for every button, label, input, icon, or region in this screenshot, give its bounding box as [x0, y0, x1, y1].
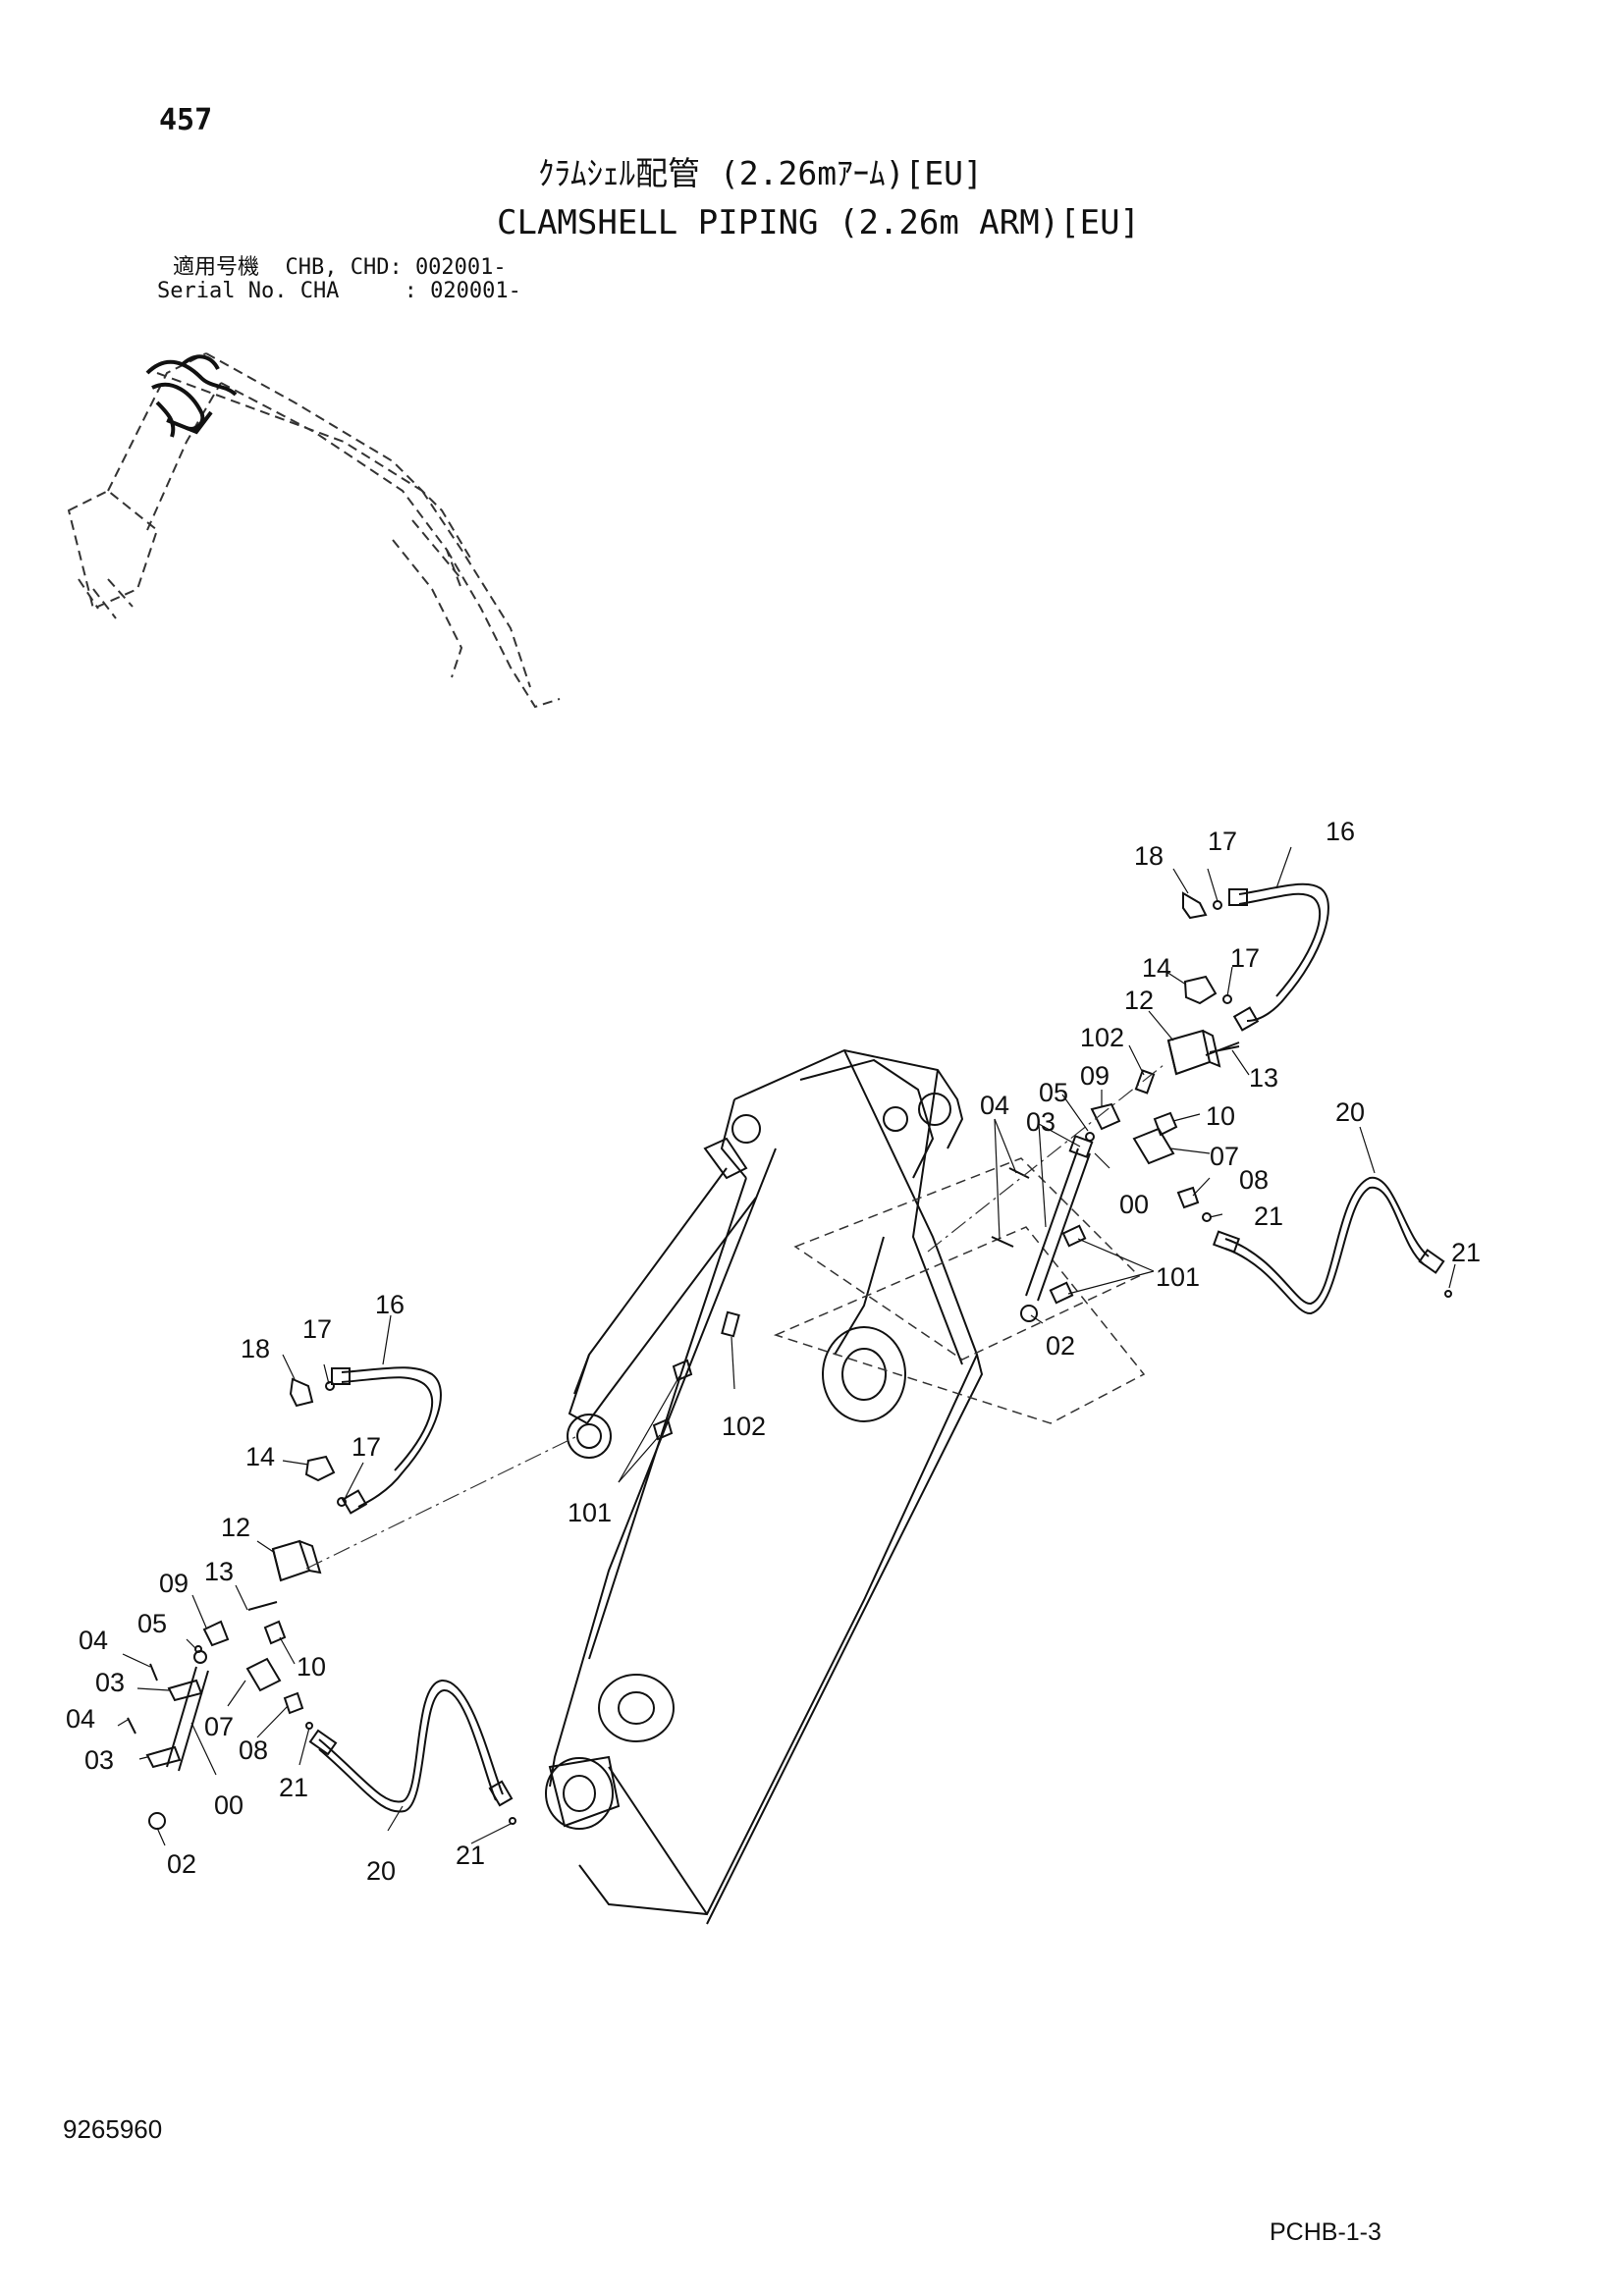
- serial-row-applicable-models: 適用号機 CHB, CHD: 002001-: [173, 255, 507, 280]
- callout: 05: [1039, 1078, 1068, 1107]
- callout: 03: [95, 1668, 125, 1697]
- callout: 13: [1249, 1063, 1278, 1093]
- overview-thumbnail: [67, 352, 561, 709]
- title-japanese: ｸﾗﾑｼｪﾙ配管 (2.26mｱｰﾑ)[EU]: [538, 154, 983, 192]
- callout: 10: [1206, 1101, 1235, 1131]
- callout: 04: [980, 1091, 1009, 1120]
- callout: 20: [1335, 1097, 1365, 1127]
- callouts-center: 102 101: [568, 1412, 766, 1527]
- right-hose-20: [1212, 1176, 1452, 1314]
- callout: 17: [352, 1432, 381, 1462]
- right-hose-16: [1228, 882, 1329, 1032]
- callout: 21: [456, 1841, 485, 1870]
- callout: 101: [1156, 1262, 1200, 1292]
- callout: 101: [568, 1498, 612, 1527]
- callout: 102: [722, 1412, 766, 1441]
- left-hose-20: [308, 1679, 516, 1825]
- callout: 12: [1124, 986, 1154, 1015]
- left-hose-16: [331, 1366, 442, 1515]
- callout: 08: [1239, 1165, 1269, 1195]
- callout: 05: [137, 1609, 167, 1638]
- callout: 14: [1142, 953, 1171, 983]
- callout: 14: [245, 1442, 275, 1471]
- callout: 00: [1119, 1190, 1149, 1219]
- callout: 00: [214, 1790, 244, 1820]
- callout: 02: [1046, 1331, 1075, 1361]
- callout: 03: [1026, 1107, 1056, 1137]
- callout: 16: [1326, 817, 1355, 846]
- callout: 03: [84, 1745, 114, 1775]
- callout: 07: [1210, 1142, 1239, 1171]
- callout: 17: [1208, 827, 1237, 856]
- callout: 17: [1230, 943, 1260, 973]
- callout: 21: [1451, 1238, 1481, 1267]
- center-clamps: [652, 1310, 740, 1441]
- callout: 04: [66, 1704, 95, 1734]
- callout: 21: [1254, 1201, 1283, 1231]
- callout: 17: [302, 1314, 332, 1344]
- left-fittings: [127, 1377, 347, 1830]
- callout: 09: [159, 1569, 189, 1598]
- callout: 12: [221, 1513, 250, 1542]
- callout: 08: [239, 1735, 268, 1765]
- detail-area-outline: [773, 1157, 1146, 1424]
- callout: 18: [1134, 841, 1164, 871]
- sheet-code: PCHB-1-3: [1270, 2218, 1381, 2246]
- right-fittings: [991, 891, 1240, 1322]
- callout: 09: [1080, 1061, 1110, 1091]
- title-english: CLAMSHELL PIPING (2.26m ARM)[EU]: [497, 203, 1141, 242]
- callout: 07: [204, 1712, 234, 1741]
- callout: 13: [204, 1557, 234, 1586]
- document-number: 9265960: [63, 2114, 163, 2144]
- callouts-right: 16 17 18 14 17 12 13 102 09 05 03 04 10 …: [980, 817, 1481, 1361]
- dashdot-leaders: [305, 1064, 1164, 1570]
- callout: 10: [297, 1652, 326, 1682]
- leader-lines: [117, 846, 1456, 1846]
- callout: 21: [279, 1773, 308, 1802]
- callouts-left: 16 17 18 14 17 12 13 09 05 04 03 04 03 1…: [66, 1290, 485, 1886]
- thumbnail-highlighted-piping: [145, 354, 238, 438]
- serial-row-serial-number: Serial No. CHA : 020001-: [157, 279, 521, 303]
- callout: 18: [241, 1334, 270, 1363]
- callout: 20: [366, 1856, 396, 1886]
- callout: 02: [167, 1849, 196, 1879]
- callout: 16: [375, 1290, 405, 1319]
- arm-structure: [545, 1048, 984, 1925]
- page-number: 457: [159, 103, 213, 137]
- callout: 04: [79, 1626, 108, 1655]
- callout: 102: [1080, 1023, 1124, 1052]
